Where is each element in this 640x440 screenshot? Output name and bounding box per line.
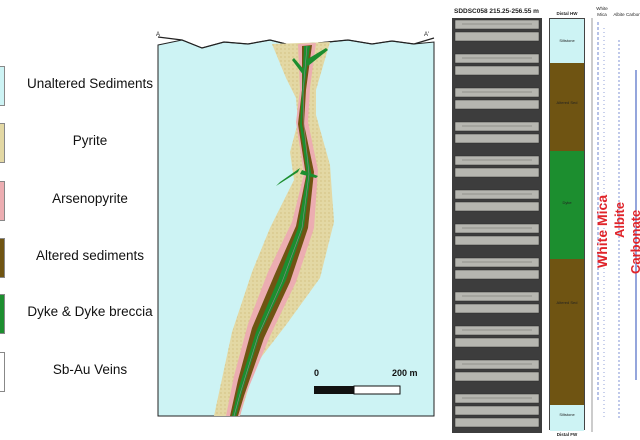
log-unit-siltstone-bottom — [550, 405, 584, 431]
dyke-branch-lower — [276, 168, 318, 186]
legend-item-altered-sediments: Altered sediments — [0, 238, 160, 278]
log-top-label: Distal HW — [556, 11, 578, 16]
mineral-label-white-mica: White Mica — [594, 194, 610, 268]
legend-label: Altered sediments — [35, 248, 145, 263]
log-unit-label: Dyke — [562, 200, 572, 205]
log-unit-label: Altered Sed — [556, 100, 578, 105]
legend-swatch-unaltered-sediments — [0, 66, 5, 106]
legend-swatch-altered-sediments — [0, 238, 5, 278]
section-label-a-prime: A' — [424, 32, 429, 38]
legend-item-pyrite: Pyrite — [0, 123, 160, 163]
log-unit-altered-sed-lower — [550, 259, 584, 405]
legend-swatch-pyrite — [0, 123, 5, 163]
legend-item-dyke: Dyke & Dyke breccia — [0, 294, 160, 334]
mineral-label-albite: Albite — [612, 201, 627, 238]
log-unit-dyke — [550, 151, 584, 259]
legend-label: Unaltered Sediments — [26, 76, 154, 91]
log-unit-siltstone-top — [550, 19, 584, 63]
scale-bar-black — [314, 386, 354, 394]
legend-swatch-dyke — [0, 294, 5, 334]
geochem-header-mica: Mica — [597, 12, 607, 17]
dyke-breccia-zone — [232, 46, 311, 416]
core-title: SDDSC058 215.25-256.55 m — [454, 8, 539, 15]
scale-bar-end-label: 200 m — [392, 368, 418, 378]
legend-item-arsenopyrite: Arsenopyrite — [0, 181, 160, 221]
section-label-a: A — [156, 32, 160, 38]
legend: Unaltered Sediments Pyrite Arsenopyrite … — [0, 0, 160, 440]
geochem-header-white: White — [596, 6, 608, 11]
geochem-header-albite: Albite — [613, 12, 625, 17]
scale-bar-start-label: 0 — [314, 368, 319, 378]
dyke-branch-upper — [292, 48, 328, 76]
scale-bar-white — [353, 385, 401, 395]
strip-log — [549, 18, 585, 431]
legend-item-sb-au-veins: Sb-Au Veins — [0, 352, 160, 392]
legend-swatch-arsenopyrite — [0, 181, 5, 221]
log-bottom-label: Distal FW — [556, 432, 578, 437]
geochem-header-carbonate: Carbonate — [626, 12, 640, 17]
log-unit-altered-sed-upper — [550, 63, 584, 151]
sb-au-vein — [233, 45, 310, 417]
legend-swatch-sb-au-veins — [0, 352, 5, 392]
legend-label: Arsenopyrite — [52, 191, 128, 206]
legend-label: Pyrite — [72, 133, 108, 148]
legend-label: Dyke & Dyke breccia — [27, 304, 153, 319]
log-unit-label: Altered Sed — [556, 300, 578, 305]
log-unit-label: Siltstone — [559, 38, 575, 43]
legend-item-unaltered-sediments: Unaltered Sediments — [0, 66, 160, 106]
log-unit-label: Siltstone — [559, 412, 575, 417]
legend-label: Sb-Au Veins — [52, 362, 128, 377]
mineral-label-carbonate: Carbonate — [628, 209, 640, 274]
arsenopyrite-zone — [226, 43, 318, 416]
